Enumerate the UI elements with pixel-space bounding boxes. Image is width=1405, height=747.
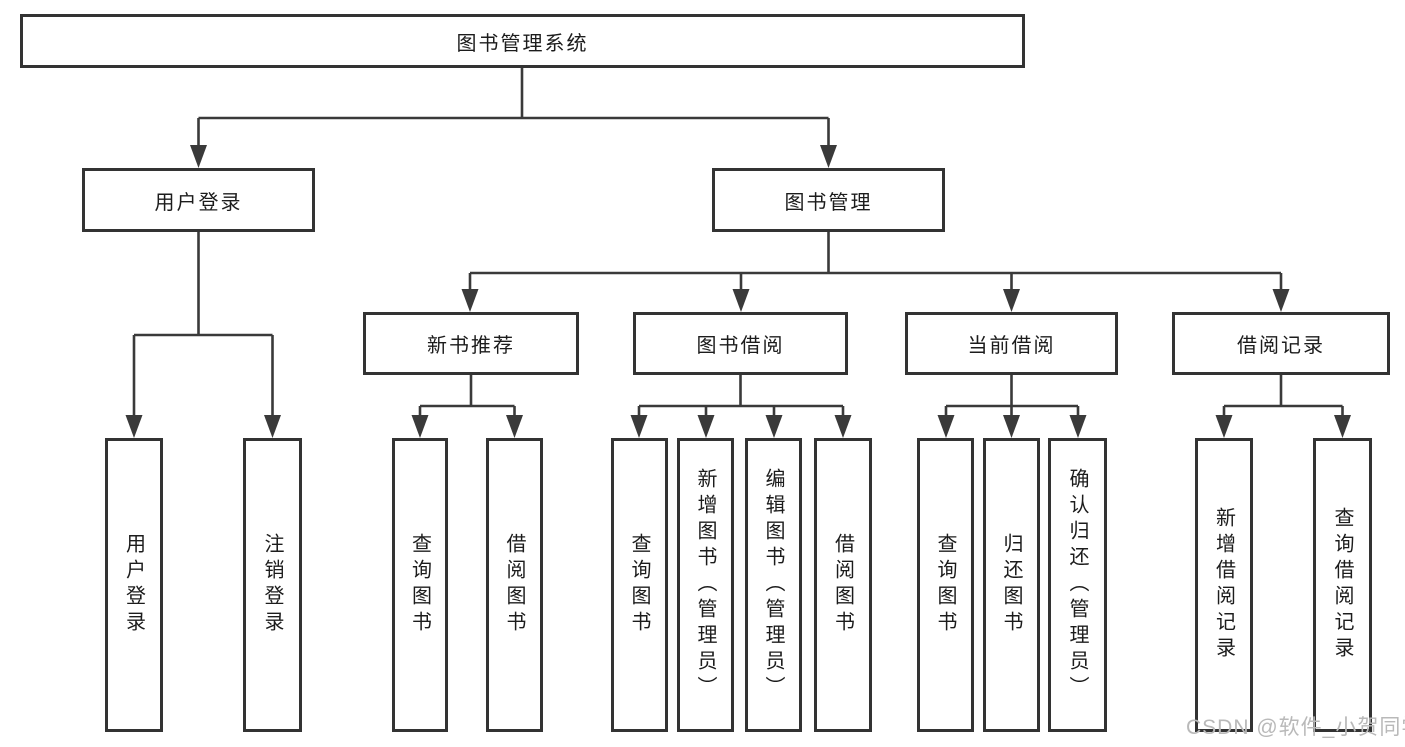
leaf-edit-books-admin: 编辑图书（管理员）: [745, 438, 802, 732]
leaf-borrow-books-recommend: 借阅图书: [486, 438, 543, 732]
leaf-query-books-recommend: 查询图书: [392, 438, 448, 732]
node-borrowing-records: 借阅记录: [1172, 312, 1390, 375]
leaf-query-borrow-record: 查询借阅记录: [1313, 438, 1372, 732]
node-user-login: 用户登录: [82, 168, 315, 232]
leaf-query-books-borrowing: 查询图书: [611, 438, 668, 732]
node-book-management: 图书管理: [712, 168, 945, 232]
node-current-borrowing: 当前借阅: [905, 312, 1118, 375]
leaf-borrow-books: 借阅图书: [814, 438, 872, 732]
node-book-borrowing: 图书借阅: [633, 312, 848, 375]
node-library-management-system: 图书管理系统: [20, 14, 1025, 68]
leaf-logout: 注销登录: [243, 438, 302, 732]
csdn-watermark: CSDN @软件_小贺同学: [1186, 716, 1405, 739]
leaf-add-borrow-record: 新增借阅记录: [1195, 438, 1253, 732]
leaf-query-books-current: 查询图书: [917, 438, 974, 732]
leaf-user-login: 用户登录: [105, 438, 163, 732]
node-new-book-recommendation: 新书推荐: [363, 312, 579, 375]
leaf-confirm-return-admin: 确认归还（管理员）: [1048, 438, 1107, 732]
leaf-return-books: 归还图书: [983, 438, 1040, 732]
leaf-add-books-admin: 新增图书（管理员）: [677, 438, 734, 732]
